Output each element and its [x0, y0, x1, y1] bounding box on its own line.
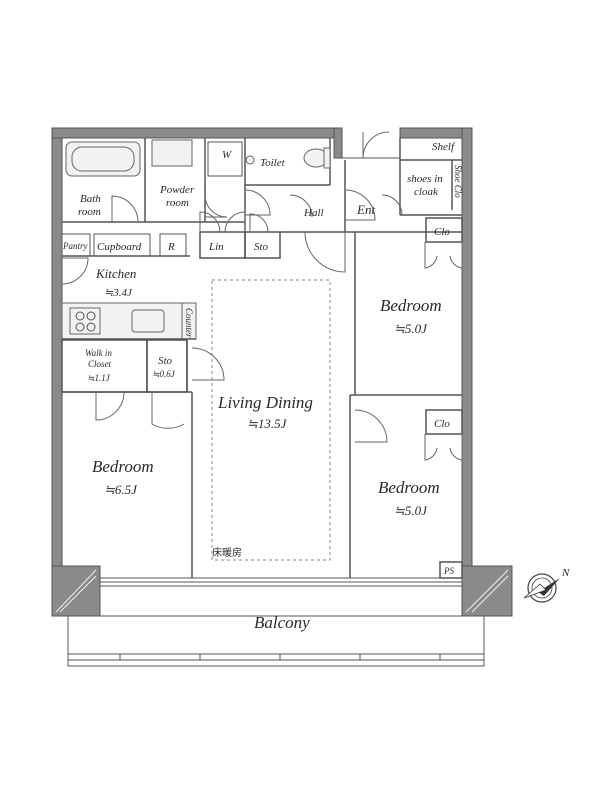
kitchen-size: ≒3.4J [104, 287, 133, 299]
fixtures [65, 139, 331, 335]
cupboard-label: Cupboard [97, 241, 142, 253]
kitchen-label: Kitchen [95, 266, 136, 281]
compass-north-label: N [561, 567, 570, 579]
bedroom-a-label: Bedroom [92, 457, 154, 476]
partitions [61, 138, 463, 587]
outer-walls [51, 127, 513, 617]
sto-mid-size: ≒0.6J [152, 369, 176, 379]
bedroom-c-label: Bedroom [378, 478, 440, 497]
lin-label: Lin [208, 241, 224, 253]
clo-top-label: Clo [434, 226, 450, 238]
living-dining-label: Living Dining [217, 393, 313, 412]
floor-heating-label: 床暖房 [212, 546, 242, 559]
washer-space [207, 141, 243, 177]
ent-label: Ent [356, 202, 375, 217]
clo-mid-label: Clo [434, 418, 450, 430]
w-label: W [222, 149, 232, 161]
shoe-clo-label: Shoe Clo [453, 165, 463, 198]
counter-label: Counter [184, 308, 194, 338]
compass-icon: N [523, 567, 570, 603]
hall-label: Hall [303, 207, 324, 219]
bedroom-b-size: ≒5.0J [394, 321, 428, 336]
bedroom-b-label: Bedroom [380, 296, 442, 315]
balcony [67, 615, 485, 667]
bedroom-c-size: ≒5.0J [394, 503, 428, 518]
walk-in-closet-size: ≒1.1J [87, 373, 111, 383]
ps-label: PS [443, 566, 454, 576]
sto-top-label: Sto [254, 241, 269, 253]
r-label: R [167, 241, 175, 253]
doors [61, 131, 463, 461]
bedroom-a-size: ≒6.5J [104, 482, 138, 497]
shelf-label: Shelf [432, 141, 456, 153]
living-dining-size: ≒13.5J [247, 416, 288, 431]
sto-mid-label: Sto [158, 355, 173, 367]
toilet-label: Toilet [260, 157, 286, 169]
pantry-label: Pantry [62, 241, 88, 251]
balcony-label: Balcony [254, 613, 310, 632]
